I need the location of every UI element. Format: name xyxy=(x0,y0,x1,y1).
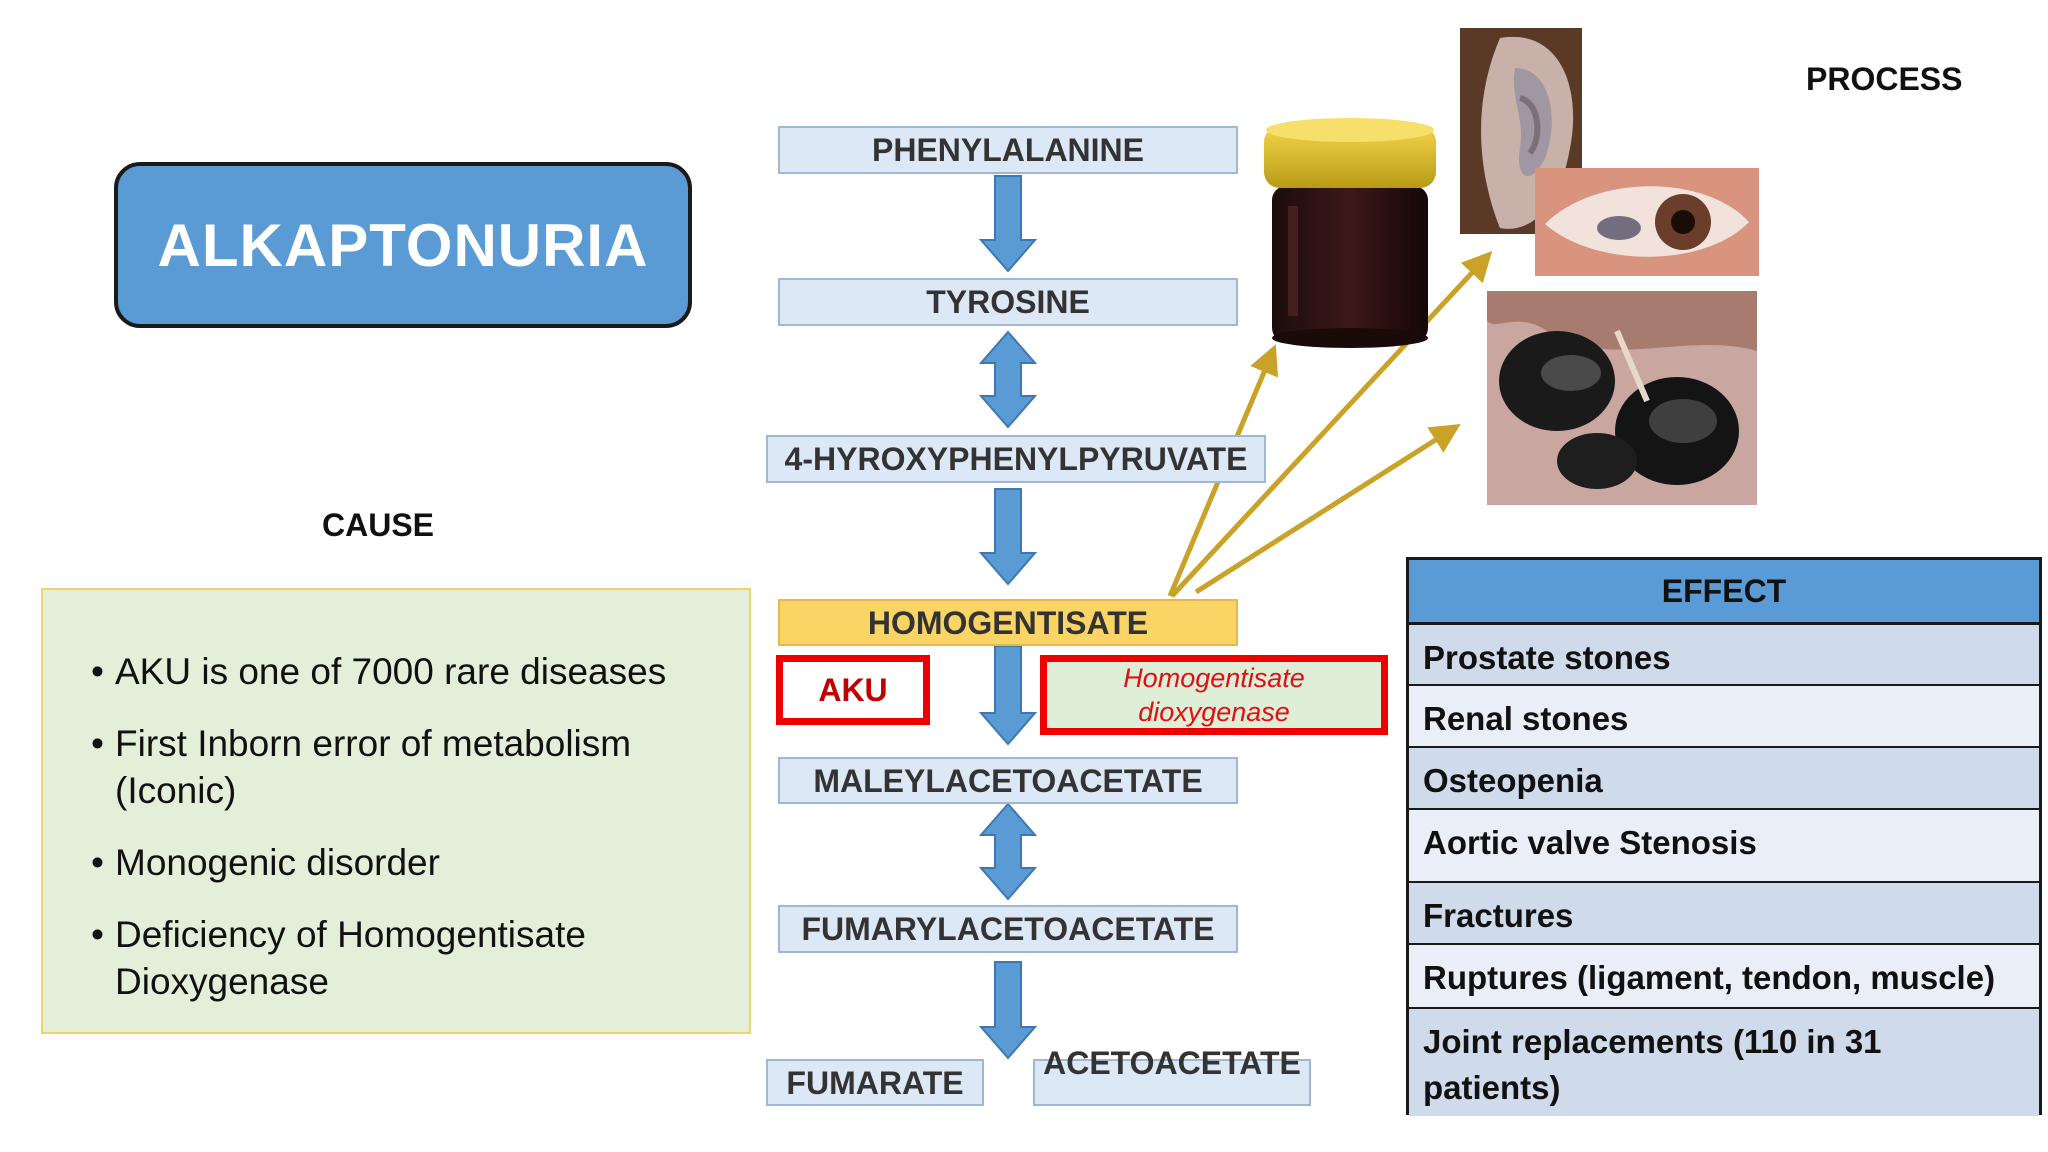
effect-row-text: Aortic valve Stenosis xyxy=(1423,824,1757,861)
effect-row: Joint replacements (110 in 31 patients) xyxy=(1409,1009,2039,1116)
aku-block-label: AKU xyxy=(776,655,930,725)
down-arrow xyxy=(978,961,1038,1060)
effect-row-text: Prostate stones xyxy=(1423,639,1671,676)
double-arrow xyxy=(978,802,1038,901)
effect-row: Renal stones xyxy=(1409,686,2039,748)
effect-header: EFFECT xyxy=(1409,560,2039,625)
urine-jar-image xyxy=(1264,118,1436,348)
effect-row-text: Osteopenia xyxy=(1423,762,1603,799)
enzyme-block-label: Homogentisate dioxygenase xyxy=(1040,655,1388,735)
cause-item-text: AKU is one of 7000 rare diseases xyxy=(115,651,667,692)
effect-row-text: Fractures xyxy=(1423,897,1574,934)
pathway-box-hydroxyphenylpyruvate: 4-HYROXYPHENYLPYRUVATE xyxy=(766,435,1266,483)
effect-row: Aortic valve Stenosis xyxy=(1409,810,2039,883)
cause-item-text: Deficiency of Homogentisate Dioxygenase xyxy=(115,914,586,1002)
process-label: PROCESS xyxy=(1806,61,1963,97)
cause-item-text: Monogenic disorder xyxy=(115,842,440,883)
effect-row: Osteopenia xyxy=(1409,748,2039,810)
effect-row-text: Ruptures (ligament, tendon, muscle) xyxy=(1423,959,1996,996)
cause-list: •AKU is one of 7000 rare diseases •First… xyxy=(91,648,729,1005)
cause-item: •Deficiency of Homogentisate Dioxygenase xyxy=(91,914,586,1002)
down-arrow xyxy=(978,488,1038,586)
gold-arrow-to-ear-eye xyxy=(1170,251,1493,598)
pathway-box-tyrosine: TYROSINE xyxy=(778,278,1238,326)
pathway-box-fumarate: FUMARATE xyxy=(766,1059,984,1106)
cause-item: •AKU is one of 7000 rare diseases xyxy=(91,651,667,692)
page-title: ALKAPTONURIA xyxy=(114,162,692,328)
pathway-label-acetoacetate: ACETOACETATE xyxy=(1043,1045,1301,1081)
eye-image xyxy=(1535,168,1759,276)
effect-row: Prostate stones xyxy=(1409,625,2039,686)
effect-row: Ruptures (ligament, tendon, muscle) xyxy=(1409,945,2039,1009)
effect-row-text: Renal stones xyxy=(1423,700,1629,737)
cause-item: •Monogenic disorder xyxy=(91,842,440,883)
double-arrow xyxy=(978,330,1038,429)
down-arrow xyxy=(978,645,1038,746)
cause-item-text: First Inborn error of metabolism (Iconic… xyxy=(115,723,632,811)
pathway-box-maleylacetoacetate: MALEYLACETOACETATE xyxy=(778,757,1238,804)
effect-table: EFFECT Prostate stones Renal stones Oste… xyxy=(1406,557,2042,1116)
cause-label: CAUSE xyxy=(322,507,435,543)
pathway-box-homogentisate: HOMOGENTISATE xyxy=(778,599,1238,646)
cause-item: •First Inborn error of metabolism (Iconi… xyxy=(91,723,632,811)
down-arrow xyxy=(978,175,1038,273)
joint-cartilage-image xyxy=(1487,291,1757,505)
effect-row-text: Joint replacements (110 in 31 patients) xyxy=(1423,1023,1882,1106)
cause-box: •AKU is one of 7000 rare diseases •First… xyxy=(41,588,751,1034)
pathway-box-phenylalanine: PHENYLALANINE xyxy=(778,126,1238,174)
gold-arrow-to-joint xyxy=(1194,423,1461,595)
effect-row: Fractures xyxy=(1409,883,2039,945)
pathway-box-fumarylacetoacetate: FUMARYLACETOACETATE xyxy=(778,905,1238,953)
